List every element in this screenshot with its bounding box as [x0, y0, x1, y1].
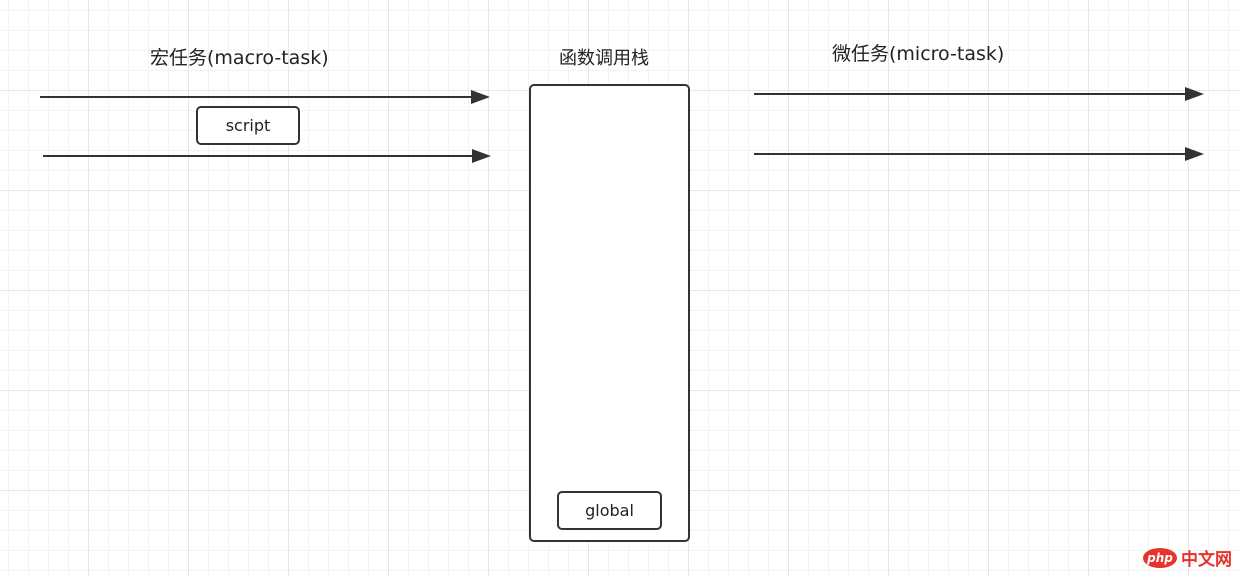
watermark-text: 中文网	[1181, 550, 1232, 570]
global-frame-box: global	[557, 491, 662, 530]
micro-task-title: 微任务(micro-task)	[832, 43, 1005, 65]
macro-queue-top-arrow	[40, 90, 490, 104]
micro-queue-bottom-arrow	[754, 147, 1204, 161]
macro-task-title: 宏任务(macro-task)	[150, 47, 329, 69]
micro-queue-top-arrow	[754, 87, 1204, 101]
call-stack-box	[529, 84, 690, 542]
macro-queue-bottom-arrow	[43, 149, 491, 163]
call-stack-title: 函数调用栈	[559, 48, 649, 69]
php-logo-icon: php	[1143, 547, 1177, 568]
php-cn-watermark: php 中文网	[1143, 545, 1232, 570]
script-task-box: script	[196, 106, 300, 145]
